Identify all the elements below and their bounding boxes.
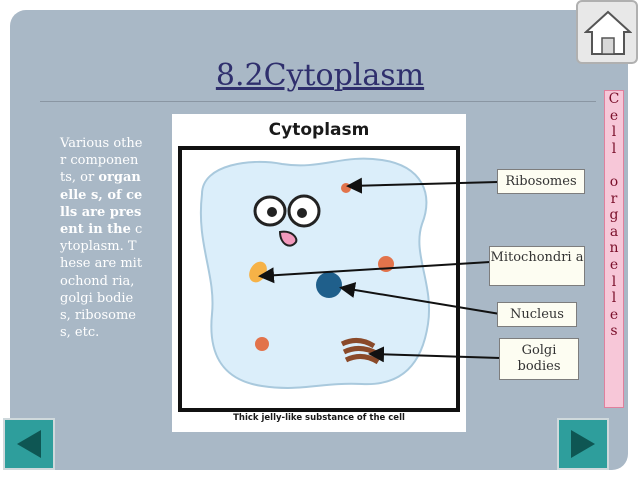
vertical-letter: o [609, 173, 619, 190]
label-ribosomes: Ribosomes [497, 169, 585, 194]
diagram-caption: Thick jelly-like substance of the cell [233, 413, 405, 423]
description-part1: Various other componen ts, or [60, 136, 143, 186]
vertical-letter: n [609, 240, 619, 257]
label-nucleus: Nucleus [497, 302, 577, 327]
vertical-letter: e [609, 256, 619, 273]
mouth [278, 230, 298, 247]
label-golgi: Golgi bodies [499, 338, 579, 380]
diagram-title: Cytoplasm [268, 120, 370, 140]
slide-title: 8.2Cytoplasm [215, 58, 425, 93]
next-button[interactable] [557, 418, 609, 470]
prev-button[interactable] [3, 418, 55, 470]
ribosome-bottom [255, 337, 269, 351]
description-part2: cytoplasm. These are mitochond ria, golg… [60, 222, 143, 341]
vertical-letter: e [609, 107, 619, 124]
title-divider [40, 101, 596, 102]
vertical-letter [605, 157, 623, 174]
diagram-frame [178, 146, 460, 412]
vertical-letter: l [611, 273, 617, 290]
label-mitochondria: Mitochondri a [489, 246, 585, 286]
arrow-right-icon [571, 430, 595, 458]
vertical-letter: l [611, 140, 617, 157]
description-bold: organelle s, of cells are present in the [60, 170, 143, 238]
vertical-letter: r [610, 190, 618, 207]
vertical-letter: e [609, 306, 619, 323]
vertical-letter: C [608, 91, 620, 107]
arrow-ribosomes [346, 177, 499, 194]
nucleus-shape [316, 272, 342, 298]
vertical-letter: a [609, 223, 619, 240]
home-icon [584, 10, 632, 55]
home-button[interactable] [576, 0, 638, 64]
pupil-right [297, 208, 307, 218]
arrow-nucleus [339, 282, 501, 315]
vertical-letter: s [610, 323, 618, 340]
arrow-golgi [368, 346, 501, 363]
vertical-letter: l [611, 124, 617, 141]
description-text: Various other componen ts, or organelle … [60, 135, 144, 341]
arrow-left-icon [17, 430, 41, 458]
vertical-letter: l [611, 290, 617, 307]
vertical-letter: g [609, 207, 619, 224]
pupil-left [267, 207, 277, 217]
arrow-mitochondria [258, 261, 491, 284]
